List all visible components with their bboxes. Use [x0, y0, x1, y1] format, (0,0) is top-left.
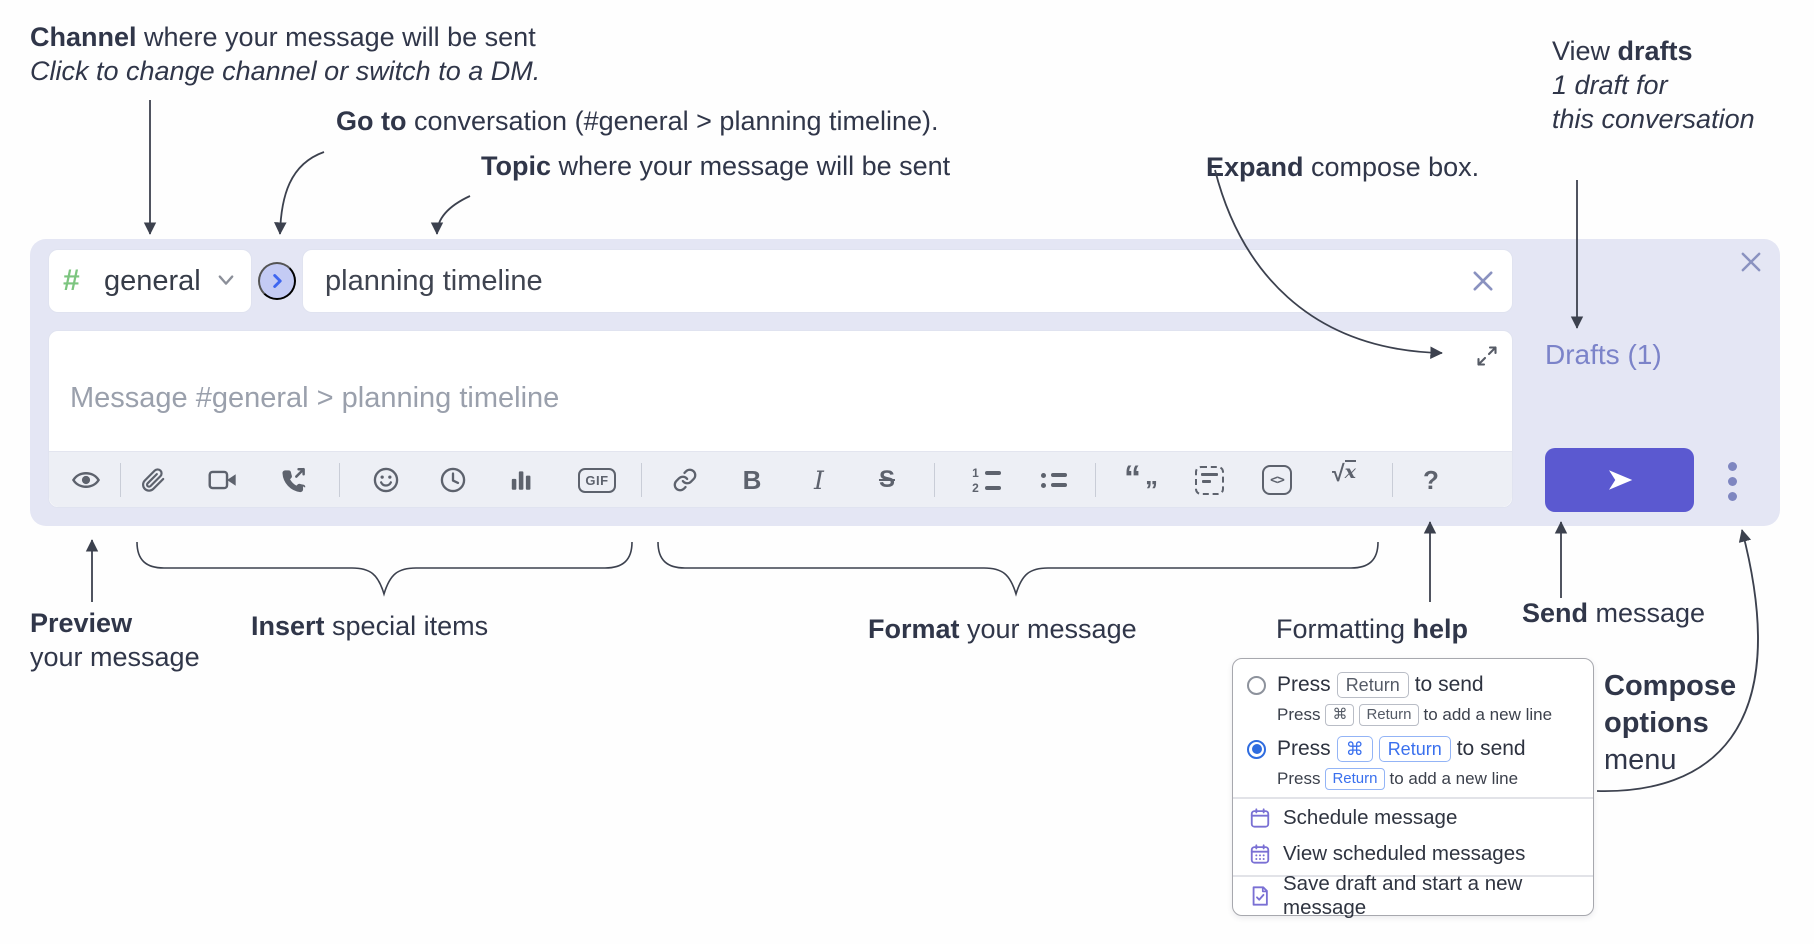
formatting-help-note: Formatting help [1276, 614, 1469, 644]
bulleted-list-button[interactable] [1030, 460, 1078, 500]
gif-button[interactable]: GIF [573, 460, 621, 500]
expand-compose-button[interactable] [1470, 339, 1504, 373]
time-mention-button[interactable] [429, 460, 477, 500]
message-input[interactable] [49, 331, 1512, 451]
send-button[interactable] [1545, 448, 1694, 512]
compose-options-menu-button[interactable] [1714, 452, 1750, 510]
code-button[interactable]: <> [1253, 460, 1301, 500]
calendar-grid-icon [1249, 843, 1271, 865]
phone-call-icon [281, 467, 305, 492]
poll-button[interactable] [497, 460, 545, 500]
close-icon [1473, 271, 1493, 291]
cmd-enter-sends-subtext: Press Return to add a new line [1277, 768, 1519, 790]
voice-call-button[interactable] [269, 460, 317, 500]
link-button[interactable] [661, 460, 709, 500]
save-draft-item[interactable]: Save draft and start a new message [1233, 872, 1593, 919]
italic-icon: I [814, 465, 824, 495]
strikethrough-button[interactable]: S [863, 460, 911, 500]
eye-icon [71, 472, 101, 488]
numbered-list-icon: 1 2 [972, 467, 1001, 494]
goto-note: Go to conversation (#general > planning … [336, 106, 939, 136]
topic-note: Topic where your message will be sent [481, 151, 951, 181]
ellipsis-icon [1727, 461, 1737, 471]
expand-note: Expand compose box. [1206, 152, 1480, 182]
smiley-icon [373, 467, 399, 493]
menu-divider [1233, 875, 1593, 877]
chevron-down-icon [218, 275, 234, 285]
bold-icon: B [742, 464, 762, 495]
insert-note: Insert special items [251, 611, 489, 641]
enter-sends-option[interactable]: Press Return to send [1233, 669, 1593, 701]
math-icon: √ [1332, 460, 1345, 486]
video-call-button[interactable] [199, 460, 247, 500]
schedule-message-item[interactable]: Schedule message [1233, 801, 1593, 835]
code-icon: <> [1262, 465, 1292, 495]
compose-box: # general [30, 239, 1780, 526]
italic-button[interactable]: I [795, 460, 843, 500]
toolbar-separator [339, 463, 340, 497]
clock-icon [440, 467, 466, 493]
topic-field [302, 249, 1513, 313]
cmd-enter-sends-option[interactable]: Press ⌘ Return to send [1233, 733, 1593, 765]
channel-selector[interactable]: # general [48, 249, 252, 313]
compose-options-note: Compose options menu [1604, 670, 1737, 776]
send-note: Send message [1522, 598, 1706, 628]
bold-button[interactable]: B [728, 460, 776, 500]
preview-button[interactable] [62, 460, 110, 500]
channel-hash-icon: # [63, 264, 80, 297]
save-draft-icon [1249, 885, 1271, 907]
menu-divider [1233, 797, 1593, 799]
send-plane-icon [1608, 470, 1632, 490]
attach-file-button[interactable] [129, 460, 177, 500]
expand-diagonal-arrows-icon [1477, 346, 1497, 366]
enter-sends-subtext: Press ⌘ Return to add a new line [1277, 704, 1553, 726]
preview-note: Preview your message [30, 608, 200, 672]
toolbar-separator [120, 463, 121, 497]
close-compose-button[interactable] [1732, 243, 1770, 281]
view-drafts-note: View drafts 1 draft for this conversatio… [1552, 36, 1755, 134]
channel-note: Channel where your message will be sent … [30, 22, 541, 86]
drafts-link[interactable]: Drafts (1) [1545, 339, 1662, 370]
quote-button[interactable]: “ ” [1117, 459, 1165, 505]
toolbar-separator [1095, 463, 1096, 497]
bulleted-list-icon [1041, 472, 1067, 488]
numbered-list-button[interactable]: 1 2 [962, 460, 1010, 500]
emoji-button[interactable] [362, 460, 410, 500]
spoiler-icon [1194, 465, 1224, 495]
strikethrough-icon: S [878, 466, 895, 493]
toolbar-separator [641, 463, 642, 497]
radio-selected-icon[interactable] [1247, 739, 1266, 759]
paperclip-icon [142, 468, 165, 492]
toolbar-separator [1392, 463, 1393, 497]
toolbar-separator [934, 463, 935, 497]
message-formatting-help-button[interactable]: ? [1407, 460, 1455, 500]
topic-input[interactable] [303, 264, 1460, 298]
math-button[interactable]: √x [1320, 460, 1368, 500]
spoiler-button[interactable] [1185, 460, 1233, 500]
compose-options-menu: Press Return to send Press ⌘ Return to a… [1232, 658, 1594, 919]
formatting-toolbar: GIF B I S [49, 451, 1512, 507]
chevron-right-icon [273, 274, 282, 288]
link-icon [673, 468, 697, 492]
message-area: GIF B I S [48, 330, 1513, 508]
topic-clear-button[interactable] [1460, 258, 1506, 304]
go-to-conversation-button[interactable] [258, 262, 296, 300]
format-note: Format your message [868, 614, 1137, 644]
channel-name: general [103, 264, 201, 297]
question-mark-icon: ? [1423, 464, 1439, 495]
video-camera-icon [208, 470, 236, 490]
gif-icon: GIF [578, 467, 616, 493]
close-icon [1741, 252, 1761, 272]
view-scheduled-messages-item[interactable]: View scheduled messages [1233, 837, 1593, 871]
bar-chart-icon [511, 471, 531, 490]
calendar-icon [1249, 807, 1271, 829]
quote-icon: “ ” [1124, 459, 1158, 505]
radio-unselected-icon[interactable] [1247, 675, 1266, 695]
